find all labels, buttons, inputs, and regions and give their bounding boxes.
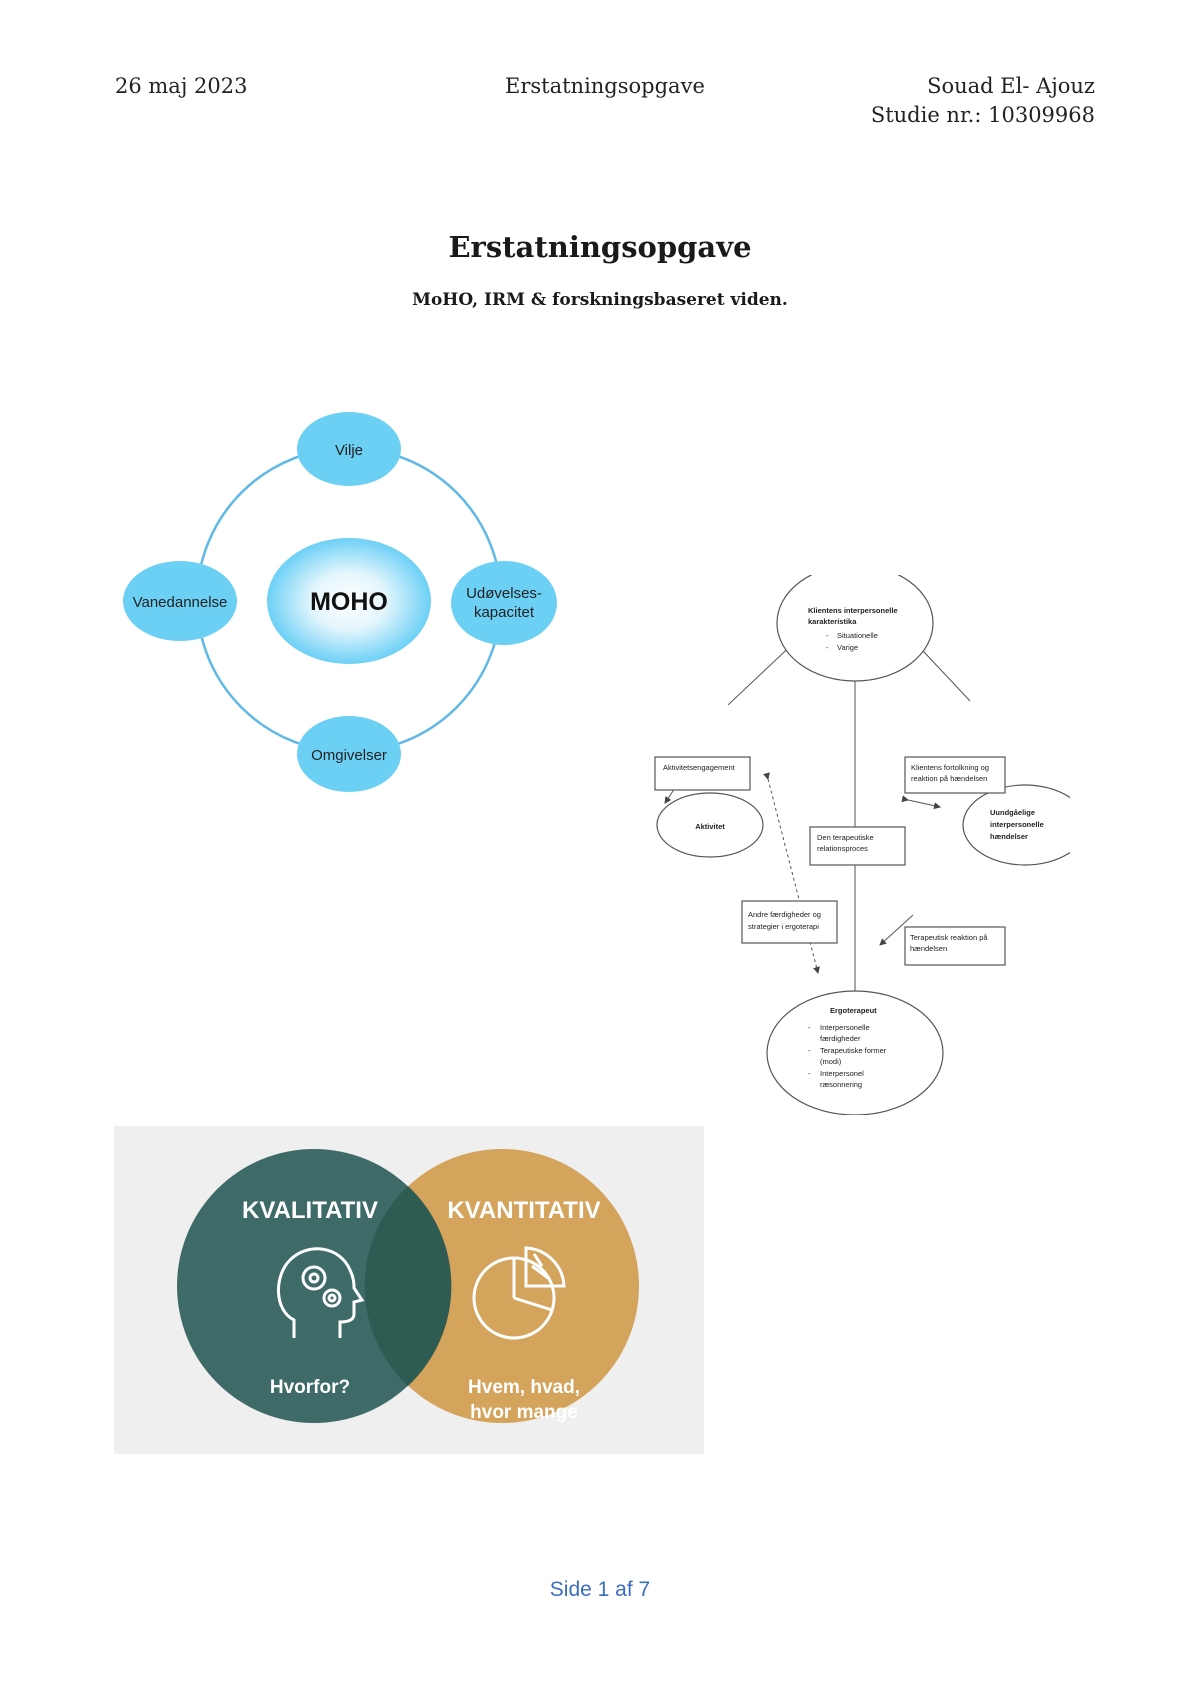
irm-arrow-dashed	[763, 772, 820, 974]
page-subtitle: MoHO, IRM & forskningsbaseret viden.	[412, 290, 788, 310]
irm-arrow-process-events	[901, 795, 941, 810]
header-doc-name: Erstatningsopgave	[505, 74, 705, 98]
irm-engagement-label: Aktivitetsengagement	[663, 763, 736, 772]
irm-bottom-item-3: Terapeutiske former	[820, 1046, 887, 1055]
irm-process-label-2: relationsproces	[817, 844, 868, 853]
irm-box-interpretation	[904, 756, 1006, 794]
irm-bottom-item-2: færdigheder	[820, 1034, 861, 1043]
venn-caption-hvor-mange: hvor mange	[470, 1402, 578, 1423]
irm-box-engagement	[654, 756, 751, 791]
irm-top-bullet-2: -	[826, 643, 829, 652]
moho-node-vilje	[297, 412, 401, 486]
head-gears-icon	[277, 1247, 365, 1338]
venn-caption-hvem-hvad: Hvem, hvad,	[468, 1377, 580, 1398]
irm-bottom-item-5: Interpersonel	[820, 1069, 864, 1078]
irm-top-item-2: Varige	[837, 643, 858, 652]
irm-bottom-item-4: (modi)	[820, 1057, 842, 1066]
irm-interp-label-1: Klientens fortolkning og	[911, 763, 989, 772]
moho-label-kapacitet: kapacitet	[474, 604, 535, 621]
pie-chart-icon	[472, 1246, 566, 1340]
irm-node-activity	[656, 792, 764, 858]
irm-bottom-item-6: ræsonnering	[820, 1080, 862, 1089]
irm-bottom-bullet-3: -	[808, 1069, 811, 1078]
irm-bottom-item-1: Interpersonelle	[820, 1023, 870, 1032]
venn-caption-hvorfor: Hvorfor?	[270, 1377, 350, 1398]
header-student-number: Studie nr.: 10309968	[870, 103, 1095, 127]
moho-node-omgivelser	[297, 716, 401, 792]
irm-node-top	[776, 575, 934, 682]
irm-box-skills	[741, 900, 838, 944]
irm-events-label-1: Uundgåelige	[990, 808, 1035, 817]
irm-box-reaction	[904, 926, 1006, 966]
moho-diagram: MOHO Vilje Vanedannelse Udøvelses- kapac…	[123, 412, 557, 792]
irm-bottom-bullet-2: -	[808, 1046, 811, 1055]
irm-interp-label-2: reaktion på hændelsen	[911, 774, 987, 783]
moho-label-udovelses: Udøvelses-	[466, 585, 542, 602]
irm-activity-label: Aktivitet	[695, 822, 725, 831]
moho-label-vanedannelse: Vanedannelse	[133, 594, 228, 611]
irm-box-process	[809, 826, 906, 866]
irm-top-title-1: Klientens interpersonelle	[808, 606, 898, 615]
venn-diagram: KVALITATIV KVANTITATIV Hvorfor? Hvem, hv…	[114, 1126, 704, 1454]
venn-circle-kvantitativ	[365, 1149, 639, 1423]
moho-center-label: MOHO	[310, 588, 388, 616]
venn-circle-kvalitativ	[177, 1149, 451, 1423]
venn-label-kvalitativ: KVALITATIV	[242, 1197, 378, 1224]
irm-reaction-label-1: Terapeutisk reaktion på	[910, 933, 988, 942]
header-author: Souad El- Ajouz	[927, 74, 1095, 98]
irm-bottom-bullet-1: -	[808, 1023, 811, 1032]
irm-reaction-label-2: hændelsen	[910, 944, 947, 953]
irm-diagram: Klientens interpersonelle karakteristika…	[654, 575, 1070, 1115]
irm-process-label-1: Den terapeutiske	[817, 833, 874, 842]
irm-events-label-2: interpersonelle	[990, 820, 1044, 829]
irm-node-bottom	[766, 990, 944, 1115]
irm-skills-label-1: Andre færdigheder og	[748, 910, 821, 919]
irm-arrow-reaction-therapist	[879, 914, 914, 946]
irm-top-title-2: karakteristika	[808, 617, 857, 626]
page-footer: Side 1 af 7	[549, 1578, 651, 1601]
header-date: 26 maj 2023	[115, 74, 248, 98]
irm-bottom-title: Ergoterapeut	[830, 1006, 877, 1015]
moho-label-omgivelser: Omgivelser	[311, 747, 387, 764]
venn-label-kvantitativ: KVANTITATIV	[447, 1197, 600, 1224]
irm-node-events	[962, 784, 1070, 866]
moho-node-vanedannelse	[123, 561, 237, 641]
page-title: Erstatningsopgave	[448, 230, 752, 264]
moho-node-udovelseskapacitet	[451, 561, 557, 645]
irm-top-bullet-1: -	[826, 631, 829, 640]
irm-events-label-3: hændelser	[990, 832, 1028, 841]
moho-center-node	[267, 538, 431, 664]
venn-overlap	[364, 1186, 452, 1386]
irm-skills-label-2: strategier i ergoterapi	[748, 922, 819, 931]
irm-top-item-1: Situationelle	[837, 631, 878, 640]
moho-label-vilje: Vilje	[335, 442, 363, 459]
